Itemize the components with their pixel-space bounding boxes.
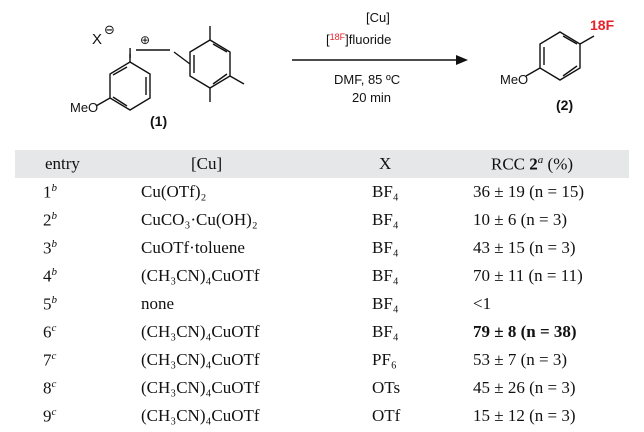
cell-cu: none [141, 294, 175, 313]
table-row: 1b Cu(OTf)₂ BF₄ 36 ± 19 (n = 15) [15, 178, 629, 206]
cell-entry: 9c [43, 405, 57, 426]
cell-cu: (CH₃CN)₄CuOTf [141, 406, 260, 425]
cell-entry: 4b [43, 265, 57, 286]
table-row: 2b CuCO₃·Cu(OH)₂ BF₄ 10 ± 6 (n = 3) [15, 206, 629, 234]
table-row: 3b CuOTf·toluene BF₄ 43 ± 15 (n = 3) [15, 234, 629, 262]
cell-rcc: 36 ± 19 (n = 15) [473, 182, 584, 201]
cell-entry: 6c [43, 321, 57, 342]
results-table: entry [Cu] X RCC 2a (%) 1b Cu(OTf)₂ BF₄ 36 … [15, 150, 629, 430]
cell-rcc: 10 ± 6 (n = 3) [473, 210, 567, 229]
reaction-scheme: I X ⊖ ⊕ MeO (1) [Cu] [18F]fluoride DMF, … [70, 10, 615, 129]
fluoride-label: [18F]fluoride [326, 32, 391, 47]
cell-x: OTf [372, 406, 401, 425]
anion-charge: ⊖ [104, 22, 115, 37]
header-x: X [379, 154, 392, 173]
cell-cu: CuCO₃·Cu(OH)₂ [141, 210, 258, 229]
cell-entry: 2b [43, 209, 57, 230]
table-row: 5b none BF₄ <1 [15, 290, 629, 318]
header-rcc: RCC 2a (%) [491, 153, 574, 174]
cell-cu: (CH₃CN)₄CuOTf [141, 378, 260, 397]
product-fluorine-label: 18F [590, 17, 615, 33]
cell-entry: 5b [43, 293, 57, 314]
catalyst-label: [Cu] [366, 10, 390, 25]
table-row: 4b (CH₃CN)₄CuOTf BF₄ 70 ± 11 (n = 11) [15, 262, 629, 290]
table-header: entry [Cu] X RCC 2a (%) [15, 150, 629, 178]
cell-x: BF₄ [372, 322, 399, 341]
cell-rcc: 15 ± 12 (n = 3) [473, 406, 576, 425]
cell-cu: CuOTf·toluene [141, 238, 245, 257]
cell-cu: (CH₃CN)₄CuOTf [141, 322, 260, 341]
product-structure [525, 31, 595, 81]
reactant-label: (1) [150, 113, 167, 129]
cell-x: BF₄ [372, 294, 399, 313]
product-methoxy: MeO [500, 72, 528, 87]
table-row: 9c (CH₃CN)₄CuOTf OTf 15 ± 12 (n = 3) [15, 402, 629, 430]
cell-x: BF₄ [372, 266, 399, 285]
cell-x: BF₄ [372, 182, 399, 201]
time-label: 20 min [352, 90, 391, 105]
arrowhead [456, 55, 468, 65]
anion-label: X [92, 31, 102, 48]
cell-entry: 7c [43, 349, 57, 370]
cell-x: PF₆ [372, 350, 397, 369]
table-row: 8c (CH₃CN)₄CuOTf OTs 45 ± 26 (n = 3) [15, 374, 629, 402]
cell-entry: 3b [43, 237, 57, 258]
table-row: 7c (CH₃CN)₄CuOTf PF₆ 53 ± 7 (n = 3) [15, 346, 629, 374]
product-label: (2) [556, 97, 573, 113]
reactant-methoxy: MeO [70, 100, 98, 115]
solvent-temp-label: DMF, 85 ºC [334, 72, 400, 87]
cell-x: OTs [372, 378, 401, 397]
cell-cu: (CH₃CN)₄CuOTf [141, 266, 260, 285]
cell-rcc: <1 [473, 294, 492, 313]
cell-rcc: 45 ± 26 (n = 3) [473, 378, 576, 397]
cell-rcc: 79 ± 8 (n = 38) [473, 322, 577, 341]
cell-cu: (CH₃CN)₄CuOTf [141, 350, 260, 369]
cell-rcc: 70 ± 11 (n = 11) [473, 266, 583, 285]
cell-rcc: 53 ± 7 (n = 3) [473, 350, 567, 369]
cation-charge: ⊕ [140, 33, 150, 47]
reactant-structure [95, 26, 245, 111]
cell-entry: 8c [43, 377, 57, 398]
cell-rcc: 43 ± 15 (n = 3) [473, 238, 576, 257]
header-cu: [Cu] [191, 154, 223, 173]
header-entry: entry [45, 154, 80, 173]
cell-entry: 1b [43, 181, 57, 202]
cell-x: BF₄ [372, 210, 399, 229]
iodine-label: I [128, 45, 132, 62]
cell-x: BF₄ [372, 238, 399, 257]
table-row: 6c (CH₃CN)₄CuOTf BF₄ 79 ± 8 (n = 38) [15, 318, 629, 346]
cell-cu: Cu(OTf)₂ [141, 182, 207, 201]
